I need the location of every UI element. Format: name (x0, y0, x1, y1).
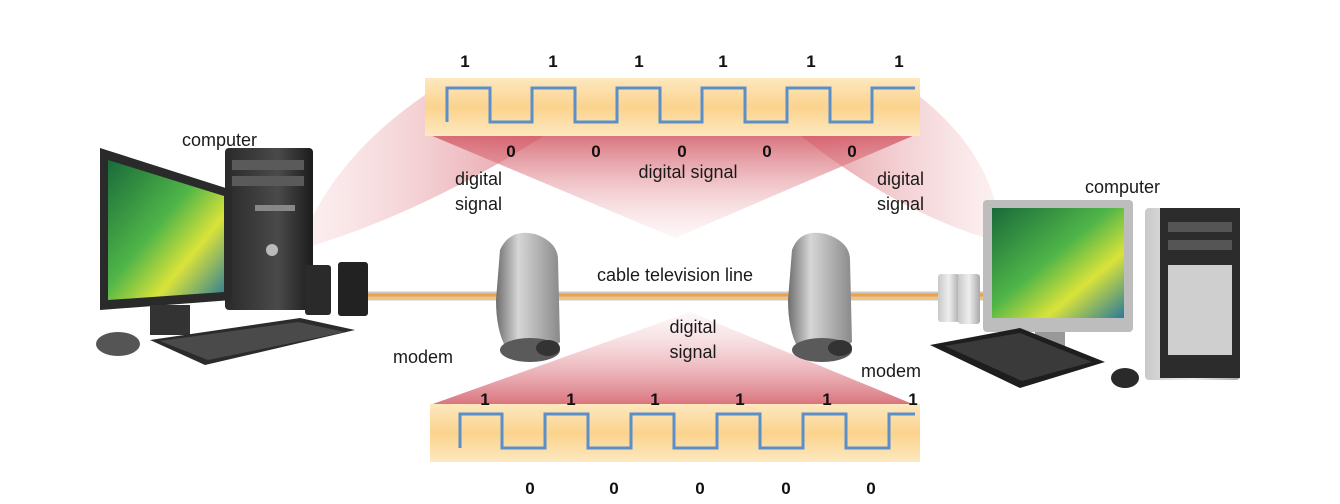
top-signal-band (425, 78, 920, 136)
bottom-high-bits: 1 1 1 1 1 1 (480, 390, 917, 409)
left-cone (298, 95, 545, 250)
right-cone (800, 95, 1000, 242)
computer-right-label: computer (1085, 177, 1160, 197)
bottom-bit-1: 1 (566, 390, 575, 409)
top-bit-1: 1 (806, 52, 815, 71)
top-low-bits: 0 0 0 0 0 (506, 142, 856, 161)
modem-left-label: modem (393, 347, 453, 367)
top-bit-0: 0 (591, 142, 600, 161)
bottom-bit-1: 1 (480, 390, 489, 409)
top-bit-1: 1 (634, 52, 643, 71)
top-bit-1: 1 (460, 52, 469, 71)
top-bit-0: 0 (762, 142, 771, 161)
bottom-cone (430, 312, 915, 405)
signal-cones (298, 95, 1000, 405)
bottom-bit-0: 0 (781, 479, 790, 498)
modem-right-label: modem (861, 361, 921, 381)
top-bit-0: 0 (847, 142, 856, 161)
bottom-square-wave (458, 412, 915, 450)
right-modem (788, 232, 852, 362)
bottom-bit-0: 0 (609, 479, 618, 498)
bottom-bit-0: 0 (866, 479, 875, 498)
digital-signal-left-line2: signal (455, 194, 502, 214)
top-square-wave (445, 86, 915, 124)
top-bit-0: 0 (677, 142, 686, 161)
top-bit-0: 0 (506, 142, 515, 161)
left-modem (496, 232, 560, 362)
bottom-signal-band (430, 404, 920, 462)
bottom-bit-0: 0 (525, 479, 534, 498)
bottom-bit-1: 1 (650, 390, 659, 409)
bottom-bit-1: 1 (908, 390, 917, 409)
top-high-bits: 1 1 1 1 1 1 (460, 52, 903, 71)
left-tower (225, 148, 313, 310)
cable-television-line (365, 291, 985, 301)
cable-line-label: cable television line (597, 265, 753, 285)
digital-signal-right-line2: signal (877, 194, 924, 214)
bottom-bit-1: 1 (735, 390, 744, 409)
top-bit-1: 1 (718, 52, 727, 71)
bottom-low-bits: 0 0 0 0 0 (525, 479, 875, 498)
bottom-bit-1: 1 (822, 390, 831, 409)
top-bit-1: 1 (894, 52, 903, 71)
digital-signal-bottom-line1: digital (669, 317, 716, 337)
top-band (425, 78, 920, 136)
left-mouse (96, 332, 140, 356)
left-computer (96, 148, 368, 365)
right-computer (930, 200, 1240, 388)
digital-signal-right-line1: digital (877, 169, 924, 189)
bottom-bit-0: 0 (695, 479, 704, 498)
digital-signal-bottom-line2: signal (669, 342, 716, 362)
right-speaker-2 (958, 274, 980, 324)
right-speaker-1 (938, 274, 960, 322)
top-center-cone (430, 135, 915, 238)
digital-signal-center-label: digital signal (638, 162, 737, 182)
left-speaker-1 (305, 265, 331, 315)
computer-left-label: computer (182, 130, 257, 150)
digital-signal-left-line1: digital (455, 169, 502, 189)
top-bit-1: 1 (548, 52, 557, 71)
left-speaker-2 (338, 262, 368, 316)
right-mouse (1111, 368, 1139, 388)
